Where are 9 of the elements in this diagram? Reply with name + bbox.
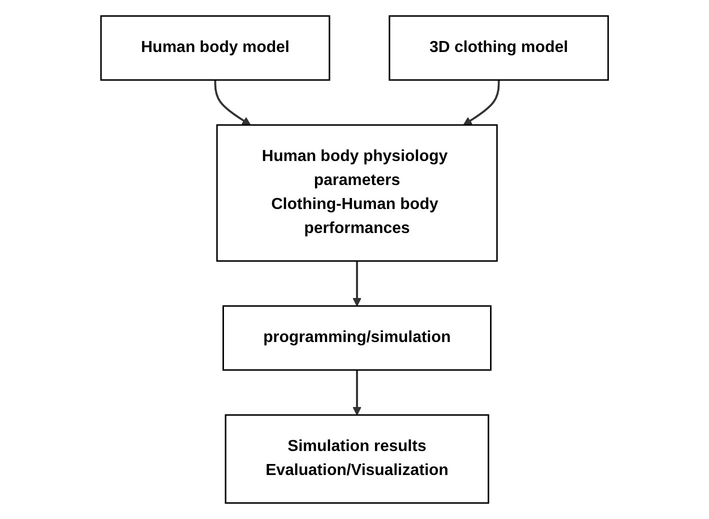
node-box: Human body model (100, 15, 330, 81)
arrow (214, 80, 251, 126)
node-box: Human body physiology parameters Clothing-Human body performances (216, 124, 498, 262)
node-box: programming/simulation (222, 305, 492, 371)
arrow (352, 370, 362, 416)
arrow (352, 261, 362, 306)
node-box: 3D clothing model (388, 15, 609, 81)
node-box: Simulation results Evaluation/Visualization (224, 414, 490, 504)
arrow (463, 80, 500, 126)
